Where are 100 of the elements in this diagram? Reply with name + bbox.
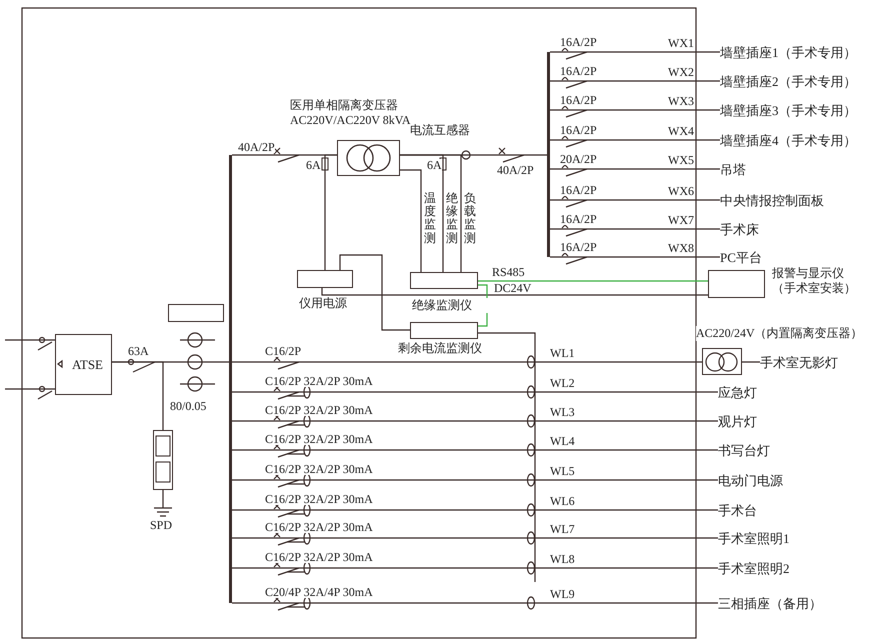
circuit-label: 6A — [306, 159, 321, 171]
lamp-transformer-box — [702, 348, 742, 375]
connector-line — [550, 139, 720, 141]
circuit-label: 40A/2P — [497, 164, 534, 176]
connector-line — [232, 361, 702, 363]
circuit-label: 16A/2P — [560, 213, 597, 225]
connector-line — [321, 288, 708, 296]
feeder-line — [5, 388, 55, 390]
connector-line — [550, 228, 720, 230]
load-name: 吊塔 — [720, 161, 746, 177]
feeder-line — [5, 339, 55, 341]
circuit-label: WX7 — [668, 214, 694, 226]
circuit-label: 16A/2P — [560, 124, 597, 136]
edge-label: 绝缘监测 — [446, 192, 458, 245]
load-name: 三相插座（备用） — [718, 595, 822, 611]
residual-current-monitor-box — [410, 322, 478, 339]
circuit-label: WX4 — [668, 125, 694, 137]
circuit-label: WX1 — [668, 37, 694, 49]
load-name: 手术台 — [718, 502, 757, 518]
energy-meter-box — [168, 304, 224, 322]
connector-line — [232, 567, 718, 569]
edge-label: RS485 — [492, 266, 525, 278]
circuit-label: 80/0.05 — [170, 400, 206, 412]
circuit-label: 16A/2P — [560, 241, 597, 253]
connector-line — [400, 154, 547, 156]
circuit-label: WL2 — [550, 377, 575, 389]
connector-line — [232, 449, 718, 451]
load-name: 手术室无影灯 — [760, 354, 838, 370]
connector-line — [400, 169, 422, 272]
connector-line — [550, 80, 720, 82]
circuit-label: 63A — [128, 345, 149, 357]
transfer-switch-box: ATSE — [55, 334, 112, 395]
connector-line — [550, 256, 720, 258]
circuit-label: WX8 — [668, 242, 694, 254]
edge-label: 温度监测 — [424, 192, 436, 245]
circuit-label: WL8 — [550, 553, 575, 565]
connector-line — [324, 154, 337, 270]
circuit-label: C16/2P 32A/2P 30mA — [265, 493, 373, 505]
connector-line — [232, 537, 718, 539]
load-name: 手术床 — [720, 221, 759, 237]
load-name: 中央情报控制面板 — [720, 192, 824, 208]
circuit-label: WL5 — [550, 465, 575, 477]
insulation-monitor-box — [410, 272, 478, 289]
connector-line — [742, 361, 760, 363]
load-name: 手术室照明1 — [718, 530, 790, 546]
circuit-label: WL6 — [550, 495, 575, 507]
load-name: 手术室照明2 — [718, 560, 790, 576]
circuit-label: 16A/2P — [560, 65, 597, 77]
circuit-label: 40A/2P — [238, 141, 275, 153]
load-name: 墙壁插座2（手术专用） — [720, 73, 856, 89]
circuit-label: C16/2P 32A/2P 30mA — [265, 433, 373, 445]
circuit-label: WL9 — [550, 588, 575, 600]
load-name: 观片灯 — [718, 413, 757, 429]
load-name: 电动门电源 — [718, 472, 783, 488]
connector-line — [112, 361, 229, 363]
alarm-display-box — [708, 270, 765, 298]
busbar — [547, 52, 550, 257]
load-name: 墙壁插座3（手术专用） — [720, 102, 856, 118]
surge-protector-box — [153, 430, 173, 490]
circuit-label: WX5 — [668, 154, 694, 166]
circuit-label: WX6 — [668, 185, 694, 197]
busbar — [229, 155, 232, 603]
connector-line — [550, 51, 720, 53]
circuit-label: 16A/2P — [560, 94, 597, 106]
load-name: PC平台 — [720, 249, 762, 265]
circuit-label: WL7 — [550, 523, 575, 535]
circuit-label: C16/2P 32A/2P 30mA — [265, 404, 373, 416]
edge-label: DC24V — [494, 282, 532, 294]
isolation-transformer-box — [337, 140, 400, 176]
connector-line — [550, 199, 720, 201]
circuit-label: 20A/2P — [560, 153, 597, 165]
circuit-label: WX3 — [668, 95, 694, 107]
circuit-label: 16A/2P — [560, 184, 597, 196]
connector-line — [232, 602, 718, 604]
circuit-label: WL3 — [550, 406, 575, 418]
connector-line — [550, 168, 720, 170]
load-name: 书写台灯 — [718, 442, 770, 458]
circuit-label: C16/2P 32A/2P 30mA — [265, 375, 373, 387]
connector-line — [232, 391, 718, 393]
connector-line — [232, 420, 718, 422]
connector-line — [550, 109, 720, 111]
connector-line — [232, 509, 718, 511]
circuit-label: C20/4P 32A/4P 30mA — [265, 586, 373, 598]
circuit-label: C16/2P — [265, 345, 302, 357]
circuit-label: WL1 — [550, 347, 575, 359]
power-supply-box — [297, 270, 353, 288]
load-name: 墙壁插座1（手术专用） — [720, 44, 856, 60]
connector-line — [478, 280, 708, 282]
load-name: 墙壁插座4（手术专用） — [720, 132, 856, 148]
circuit-label: 6A — [427, 159, 442, 171]
circuit-label: WL4 — [550, 435, 575, 447]
circuit-label: 16A/2P — [560, 36, 597, 48]
edge-label: 负载监测 — [464, 192, 476, 245]
circuit-label: WX2 — [668, 66, 694, 78]
connector-line — [232, 479, 718, 481]
circuit-label: C16/2P 32A/2P 30mA — [265, 551, 373, 563]
circuit-label: C16/2P 32A/2P 30mA — [265, 463, 373, 475]
connector-line — [478, 332, 536, 582]
connector-line — [339, 254, 410, 331]
load-name: 应急灯 — [718, 384, 757, 400]
